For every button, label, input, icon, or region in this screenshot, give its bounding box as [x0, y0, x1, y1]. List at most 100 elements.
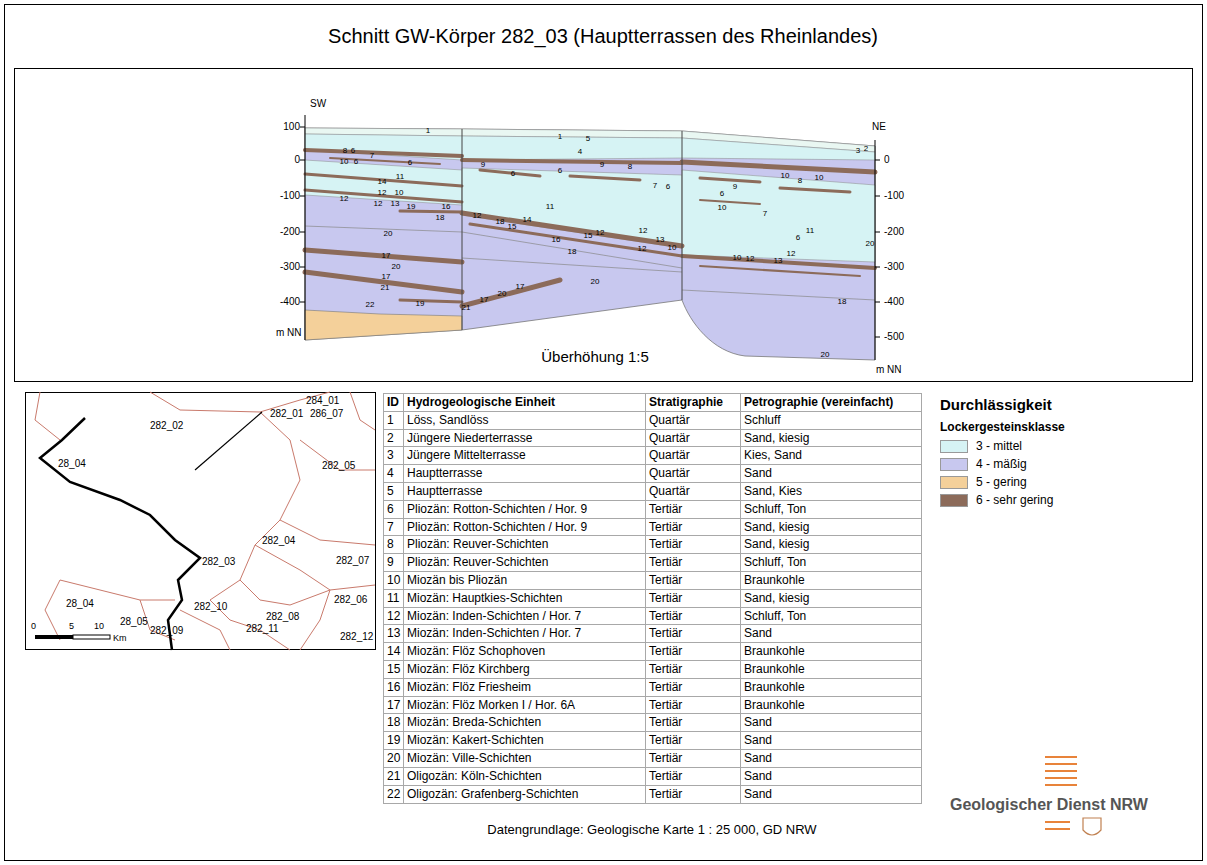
table-cell: Miozän: Kakert-Schichten: [403, 731, 647, 750]
table-cell: Sand: [740, 464, 922, 483]
table-cell: Pliozän: Reuver-Schichten: [403, 535, 647, 554]
axis-label: -400: [280, 296, 300, 308]
map-label: 282_11: [246, 623, 279, 635]
table-cell: Tertiär: [645, 553, 742, 572]
layer-number: 10: [718, 203, 727, 212]
table-cell: Tertiär: [645, 678, 742, 697]
layer-number: 7: [370, 151, 374, 160]
axis-label: SW: [310, 98, 326, 110]
layer-number: 12: [746, 254, 755, 263]
table-cell: Miozän bis Pliozän: [403, 571, 647, 590]
layer-number: 12: [374, 199, 383, 208]
layer-number: 20: [498, 289, 507, 298]
table-cell: Braunkohle: [740, 660, 922, 679]
layer-number: 19: [416, 299, 425, 308]
layer-number: 16: [442, 202, 451, 211]
layer-number: 10: [668, 243, 677, 252]
legend-swatch: [940, 440, 968, 453]
axis-label: -500: [884, 331, 904, 343]
table-cell: 1: [383, 411, 405, 430]
table-cell: Miozän: Breda-Schichten: [403, 713, 647, 732]
layer-number: 1: [558, 132, 562, 141]
table-cell: Tertiär: [645, 624, 742, 643]
layer-number: 13: [656, 235, 665, 244]
map-label: 284_01: [306, 395, 339, 407]
layer-number: 12: [596, 228, 605, 237]
table-cell: Miozän: Flöz Friesheim: [403, 678, 647, 697]
map-label: 28_04: [58, 458, 86, 470]
layer-number: 17: [382, 251, 391, 260]
layer-number: 2: [864, 144, 868, 153]
table-cell: Braunkohle: [740, 678, 922, 697]
layer-number: 20: [591, 277, 600, 286]
table-cell: Schluff, Ton: [740, 500, 922, 519]
table-cell: Löss, Sandlöss: [403, 411, 647, 430]
layer-number: 6: [354, 157, 358, 166]
table-cell: Oligozän: Grafenberg-Schichten: [403, 785, 647, 804]
table-cell: Sand: [740, 749, 922, 768]
map-label: 282_08: [266, 611, 299, 623]
axis-label: -100: [884, 190, 904, 202]
layer-number: 12: [787, 249, 796, 258]
layer-number: 6: [720, 189, 724, 198]
axis-label: -200: [884, 226, 904, 238]
table-cell: 4: [383, 464, 405, 483]
layer-number: 10: [781, 171, 790, 180]
table-cell: Schluff, Ton: [740, 553, 922, 572]
layer-number: 12: [639, 226, 648, 235]
table-cell: Kies, Sand: [740, 446, 922, 465]
layer-number: 20: [866, 239, 875, 248]
table-cell: 10: [383, 571, 405, 590]
axis-label: NE: [872, 121, 886, 133]
table-cell: 5: [383, 482, 405, 501]
layer-number: 15: [584, 231, 593, 240]
layer-number: 9: [481, 160, 485, 169]
axis-label: -300: [884, 261, 904, 273]
page-border: [5, 5, 1203, 861]
map-label: 282_10: [194, 601, 227, 613]
table-cell: Miozän: Hauptkies-Schichten: [403, 589, 647, 608]
table-cell: Tertiär: [645, 535, 742, 554]
layer-number: 4: [578, 147, 582, 156]
table-cell: Quartär: [645, 464, 742, 483]
table-cell: Miozän: Flöz Kirchberg: [403, 660, 647, 679]
map-label: 282_04: [262, 535, 295, 547]
layer-number: 6: [558, 166, 562, 175]
logo-text: Geologischer Dienst NRW: [950, 796, 1148, 814]
table-cell: 15: [383, 660, 405, 679]
axis-label: m NN: [876, 364, 902, 376]
axis-label: 100: [283, 121, 300, 133]
table-cell: Pliozän: Rotton-Schichten / Hor. 9: [403, 500, 647, 519]
legend-subheading: Lockergesteinsklasse: [940, 421, 1065, 435]
table-header: Stratigraphie: [645, 393, 742, 412]
layer-number: 8: [628, 162, 632, 171]
table-cell: Sand, kiesig: [740, 535, 922, 554]
table-cell: Braunkohle: [740, 642, 922, 661]
caption: Datengrundlage: Geologische Karte 1 : 25…: [487, 823, 816, 838]
layer-number: 7: [653, 181, 657, 190]
exaggeration-note: Überhöhung 1:5: [541, 348, 649, 365]
layer-number: 20: [392, 262, 401, 271]
layer-number: 18: [496, 217, 505, 226]
table-cell: Sand: [740, 624, 922, 643]
table-cell: Tertiär: [645, 785, 742, 804]
table-cell: Jüngere Mittelterrasse: [403, 446, 647, 465]
section-panel: [15, 69, 1193, 382]
axis-label: m NN: [276, 327, 302, 339]
table-cell: 3: [383, 446, 405, 465]
layer-number: 21: [381, 283, 390, 292]
table-cell: Braunkohle: [740, 571, 922, 590]
scale-label: Km: [113, 633, 127, 643]
table-cell: Hauptterrasse: [403, 464, 647, 483]
layer-number: 8: [798, 176, 802, 185]
scale-label: 10: [94, 621, 104, 631]
layer-number: 12: [473, 211, 482, 220]
table-cell: Tertiär: [645, 749, 742, 768]
layer-number: 6: [511, 169, 515, 178]
layer-number: 7: [763, 209, 767, 218]
table-cell: Sand, Kies: [740, 482, 922, 501]
table-cell: Tertiär: [645, 767, 742, 786]
table-cell: 21: [383, 767, 405, 786]
map-label: 282_02: [150, 420, 183, 432]
table-cell: Tertiär: [645, 500, 742, 519]
